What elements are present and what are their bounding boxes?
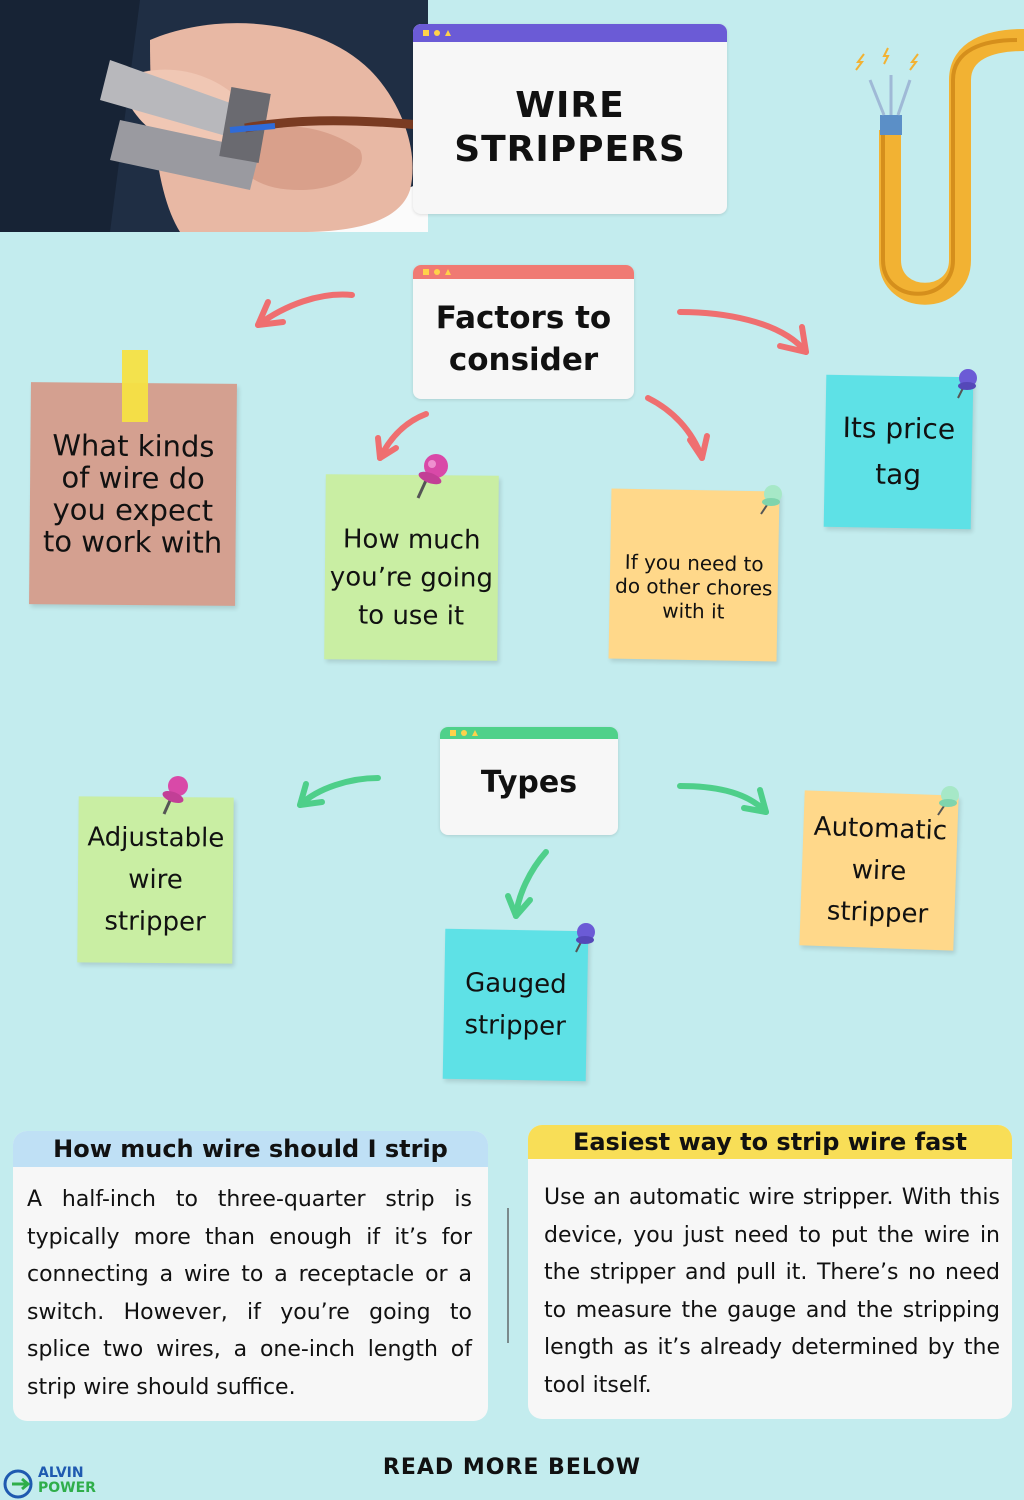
- factors-card: Factors to consider: [413, 265, 634, 399]
- info-box-fast-strip-title: Easiest way to strip wire fast: [528, 1125, 1012, 1159]
- factors-card-bar: [413, 265, 634, 279]
- info-box-fast-strip-body: Use an automatic wire stripper. With thi…: [544, 1185, 1000, 1398]
- factor-arrows: [255, 291, 809, 461]
- note-automatic-text: Automatic wire stripper: [813, 811, 948, 930]
- note-wire-kinds-text: What kinds of wire do you expect to work…: [42, 428, 223, 560]
- note-gauged: Gauged stripper: [442, 928, 589, 1082]
- pushpin-icon: [937, 786, 959, 816]
- wire-strippers-photo: [0, 0, 428, 232]
- logo-text: ALVIN POWER: [38, 1466, 96, 1496]
- note-gauged-text: Gauged stripper: [464, 968, 567, 1042]
- logo-line2: POWER: [38, 1480, 96, 1496]
- factors-title-line2: consider: [448, 342, 599, 378]
- pushpin-icon: [416, 454, 448, 499]
- type-arrows: [297, 775, 769, 919]
- pushpin-icon: [162, 776, 188, 815]
- logo-icon: [3, 1469, 33, 1499]
- note-chores-text: If you need to do other chores with it: [614, 549, 773, 624]
- note-price: Its price tag: [823, 374, 974, 530]
- types-card: Types: [440, 727, 618, 835]
- note-adjustable-text: Adjustable wire stripper: [87, 822, 225, 938]
- page-title-line1: WIRE: [515, 85, 625, 126]
- types-card-bar: [440, 727, 618, 739]
- note-adjustable: Adjustable wire stripper: [77, 796, 234, 964]
- info-box-strip-length: How much wire should I strip A half-inch…: [13, 1131, 488, 1421]
- title-card: WIRE STRIPPERS: [413, 24, 727, 214]
- factors-title-line1: Factors to: [435, 300, 612, 336]
- page-title-line2: STRIPPERS: [454, 129, 686, 170]
- logo-line1: ALVIN: [38, 1465, 84, 1481]
- divider: [507, 1208, 509, 1343]
- pushpin-icon: [957, 369, 977, 399]
- pushpin-icon: [575, 923, 595, 953]
- types-title: Types: [480, 765, 578, 800]
- note-chores: If you need to do other chores with it: [608, 488, 780, 662]
- info-box-fast-strip: Easiest way to strip wire fast Use an au…: [528, 1125, 1012, 1419]
- arrow-left-path: [255, 291, 355, 328]
- hero-photo: [0, 0, 428, 232]
- note-usage-text: How much you’re going to use it: [329, 523, 494, 631]
- note-usage: How much you’re going to use it: [324, 474, 499, 661]
- note-price-text: Its price tag: [842, 411, 956, 492]
- title-card-bar: [413, 24, 727, 42]
- info-box-strip-length-title: How much wire should I strip: [13, 1131, 488, 1167]
- info-box-strip-length-body: A half-inch to three-quarter strip is ty…: [27, 1187, 472, 1400]
- pushpin-icon: [760, 485, 782, 515]
- brand-logo: ALVIN POWER: [2, 1464, 122, 1500]
- read-more-link[interactable]: READ MORE BELOW: [382, 1455, 642, 1480]
- factors-title: Factors to consider: [413, 297, 634, 381]
- cable-icon: [855, 29, 1024, 305]
- tape-icon: [122, 350, 148, 422]
- page-title: WIRE STRIPPERS: [413, 84, 727, 172]
